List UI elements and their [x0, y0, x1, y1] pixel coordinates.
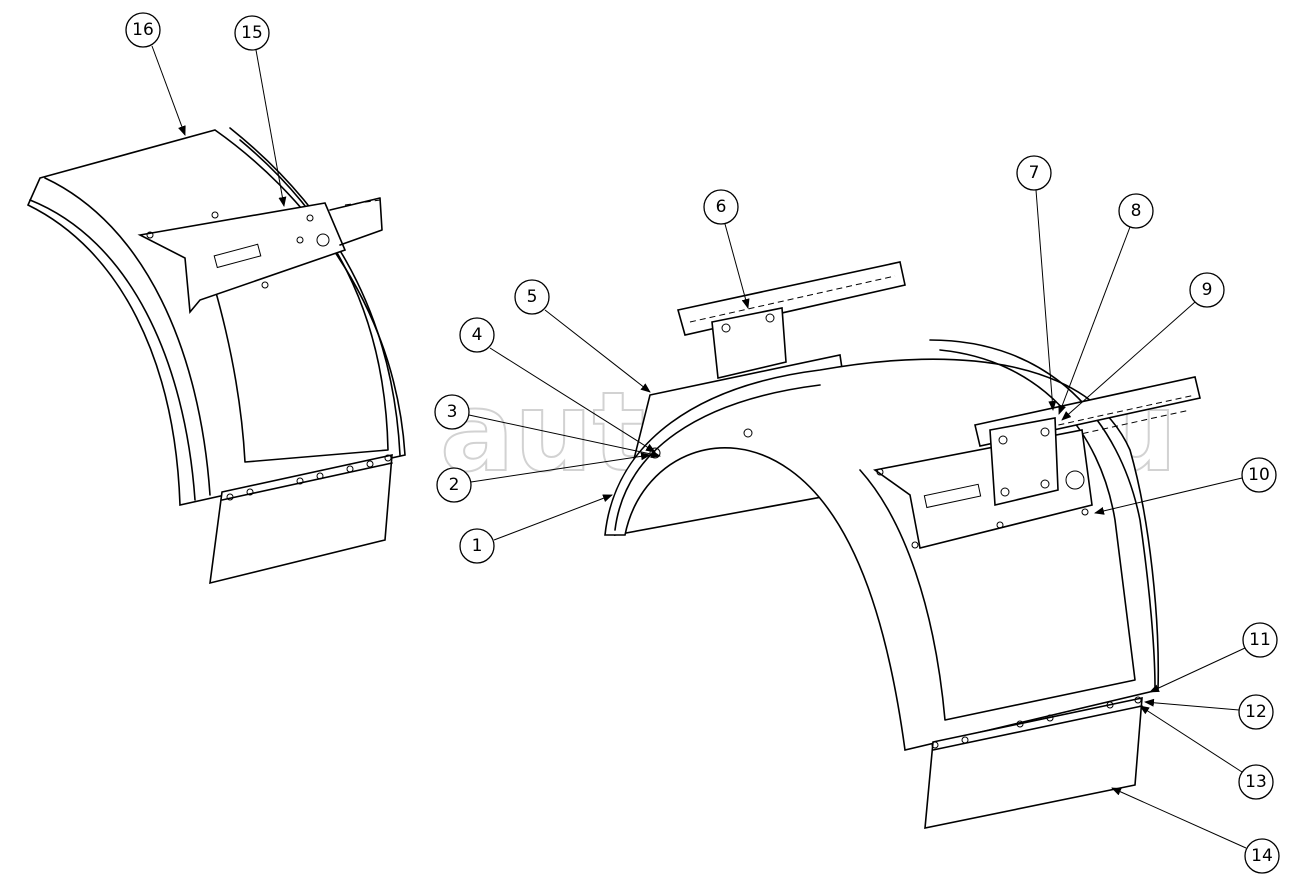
svg-text:6: 6: [716, 197, 727, 217]
right-fender: [604, 261, 1201, 830]
callout-15: 15: [234, 15, 270, 51]
callout-16: 16: [125, 12, 161, 48]
svg-text:4: 4: [472, 325, 483, 345]
svg-text:16: 16: [132, 20, 154, 40]
svg-text:1: 1: [472, 536, 483, 556]
svg-text:8: 8: [1131, 201, 1142, 221]
callout-2: 2: [436, 467, 472, 503]
callout-5: 5: [514, 279, 550, 315]
callout-9: 9: [1189, 272, 1225, 308]
svg-text:11: 11: [1249, 630, 1271, 650]
svg-text:7: 7: [1029, 163, 1040, 183]
svg-text:5: 5: [527, 287, 538, 307]
svg-text:3: 3: [447, 402, 458, 422]
svg-text:14: 14: [1251, 846, 1273, 866]
callout-6: 6: [703, 189, 739, 225]
callout-8: 8: [1118, 193, 1154, 229]
svg-text:9: 9: [1202, 280, 1213, 300]
callout-14: 14: [1244, 838, 1280, 874]
svg-text:13: 13: [1245, 772, 1267, 792]
leader-lines: [151, 45, 1247, 849]
callout-13: 13: [1238, 764, 1274, 800]
callout-3: 3: [434, 394, 470, 430]
callout-7: 7: [1016, 155, 1052, 191]
svg-text:15: 15: [241, 23, 263, 43]
callout-4: 4: [459, 317, 495, 353]
left-fender: [26, 127, 406, 585]
callout-12: 12: [1238, 694, 1274, 730]
svg-text:2: 2: [449, 475, 460, 495]
svg-text:10: 10: [1248, 465, 1270, 485]
callout-10: 10: [1241, 457, 1277, 493]
callout-11: 11: [1242, 622, 1278, 658]
svg-text:12: 12: [1245, 702, 1267, 722]
callout-1: 1: [459, 528, 495, 564]
